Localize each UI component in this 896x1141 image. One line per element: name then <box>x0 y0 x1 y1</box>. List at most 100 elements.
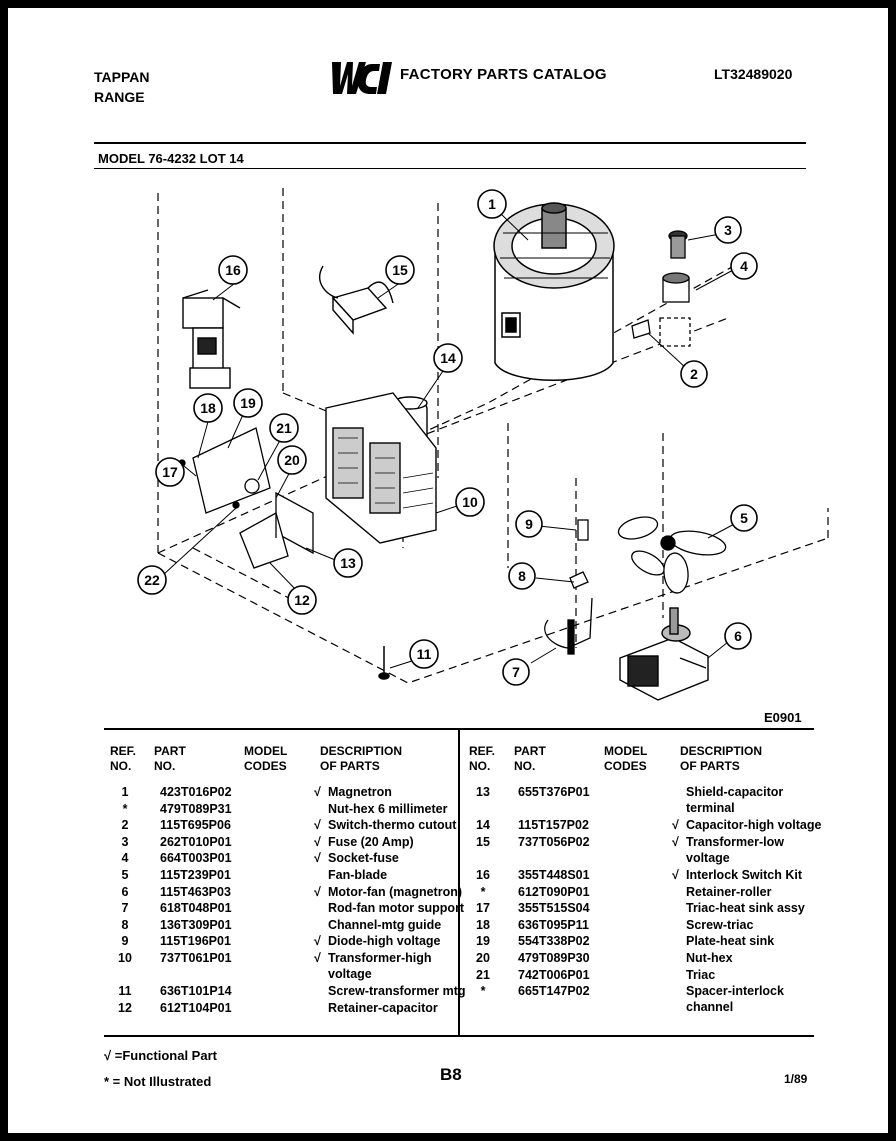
ref-no: 3 <box>121 834 129 849</box>
part-no: 664T003P01 <box>160 851 232 866</box>
svg-text:1: 1 <box>488 196 496 212</box>
callout-20: 20 <box>277 445 307 475</box>
callout-14: 14 <box>433 343 463 373</box>
header-rule <box>94 142 806 144</box>
functional-check: √ <box>314 818 321 833</box>
hv-transformer-drawing <box>325 392 437 544</box>
ref-no: 13 <box>476 785 490 799</box>
part-description: Retainer-roller <box>686 884 772 899</box>
page-number: B8 <box>440 1065 462 1084</box>
revision-date: 1/89 <box>784 1072 808 1086</box>
ref-no: 16 <box>476 868 490 882</box>
wci-logo <box>332 62 392 94</box>
part-no: 115T463P03 <box>160 884 231 899</box>
part-description: Fan-blade <box>328 868 388 882</box>
svg-text:8: 8 <box>518 568 526 584</box>
svg-text:7: 7 <box>512 664 520 680</box>
functional-check: √ <box>672 868 679 882</box>
callout-4: 4 <box>730 252 758 280</box>
part-description: Capacitor-high voltage <box>686 818 822 833</box>
callout-18: 18 <box>193 393 223 423</box>
ref-no: 19 <box>476 934 490 949</box>
part-description: Fuse (20 Amp) <box>328 834 414 849</box>
part-description: Nut-hex 6 millimeter <box>328 801 448 816</box>
part-no: 636T101P14 <box>160 984 232 999</box>
part-no: 742T006P01 <box>518 967 590 982</box>
model-rule <box>94 168 806 169</box>
callout-9: 9 <box>515 510 543 538</box>
part-description: Diode-high voltage <box>328 934 441 949</box>
interlock-switch-drawing <box>182 289 241 389</box>
ref-no: 5 <box>121 868 129 882</box>
part-description: voltage <box>686 850 730 865</box>
part-description: Screw-transformer mtg <box>328 984 466 999</box>
part-description: Triac-heat sink assy <box>686 901 805 916</box>
ref-no: 21 <box>476 967 490 982</box>
svg-text:6: 6 <box>734 628 742 644</box>
col-ref-header-right: REF.NO. <box>469 744 496 773</box>
fan-blade-drawing <box>617 516 727 594</box>
part-description: Motor-fan (magnetron) <box>328 884 463 899</box>
functional-check: √ <box>314 951 321 965</box>
functional-check: √ <box>314 851 321 866</box>
callout-13: 13 <box>333 548 363 578</box>
part-description: Interlock Switch Kit <box>686 868 802 882</box>
model-line: MODEL 76-4232 LOT 14 <box>98 151 244 166</box>
part-description: Magnetron <box>328 785 392 799</box>
callout-15: 15 <box>385 255 415 285</box>
ref-no: 14 <box>476 818 490 833</box>
ref-no: 18 <box>476 917 490 932</box>
part-no: 612T090P01 <box>518 884 590 899</box>
svg-text:12: 12 <box>294 592 310 608</box>
ref-no: 11 <box>118 984 132 999</box>
legend-functional: √ =Functional Part <box>104 1048 217 1063</box>
ref-no: 4 <box>121 851 129 866</box>
part-description: Switch-thermo cutout <box>328 818 457 833</box>
part-no: 636T095P11 <box>518 917 589 932</box>
callout-10: 10 <box>455 487 485 517</box>
part-description: Retainer-capacitor <box>328 1000 438 1015</box>
part-no: 423T016P02 <box>160 785 232 799</box>
ref-no: * <box>480 984 486 999</box>
part-no: 737T061P01 <box>160 951 232 965</box>
functional-check: √ <box>314 834 321 849</box>
callout-17: 17 <box>155 457 185 487</box>
part-no: 612T104P01 <box>160 1000 232 1015</box>
part-no: 355T448S01 <box>518 868 590 882</box>
catalog-page: TAPPAN RANGE FACTORY PARTS CATALOG LT324… <box>8 8 888 1133</box>
svg-text:3: 3 <box>724 222 732 238</box>
svg-text:19: 19 <box>240 395 256 411</box>
brand-line-1: TAPPAN <box>94 69 150 85</box>
part-description: terminal <box>686 801 735 815</box>
callout-5: 5 <box>730 504 758 532</box>
callout-7: 7 <box>502 658 530 686</box>
fan-motor-drawing <box>619 607 709 701</box>
part-no: 136T309P01 <box>160 917 232 932</box>
part-description: Socket-fuse <box>328 851 399 866</box>
part-description: Transformer-high <box>328 951 432 965</box>
part-no: 655T376P01 <box>518 785 590 799</box>
part-description: Rod-fan motor support <box>328 901 465 916</box>
svg-text:21: 21 <box>276 420 292 436</box>
svg-text:2: 2 <box>690 366 698 382</box>
svg-text:17: 17 <box>162 464 178 480</box>
callout-19: 19 <box>233 388 263 418</box>
part-description: Shield-capacitor <box>686 785 784 799</box>
svg-text:16: 16 <box>225 262 241 278</box>
callout-16: 16 <box>218 255 248 285</box>
part-description: Spacer-interlock <box>686 984 784 999</box>
part-no: 115T196P01 <box>160 934 231 949</box>
callout-12: 12 <box>287 585 317 615</box>
ref-no: 10 <box>118 951 132 965</box>
column-divider <box>458 730 460 1035</box>
functional-check: √ <box>314 884 321 899</box>
part-description: Triac <box>686 967 716 982</box>
part-description: Plate-heat sink <box>686 934 775 949</box>
ref-no: 20 <box>476 951 490 965</box>
callout-3: 3 <box>714 216 742 244</box>
part-no: 115T695P06 <box>160 818 231 833</box>
part-no: 262T010P01 <box>160 834 232 849</box>
